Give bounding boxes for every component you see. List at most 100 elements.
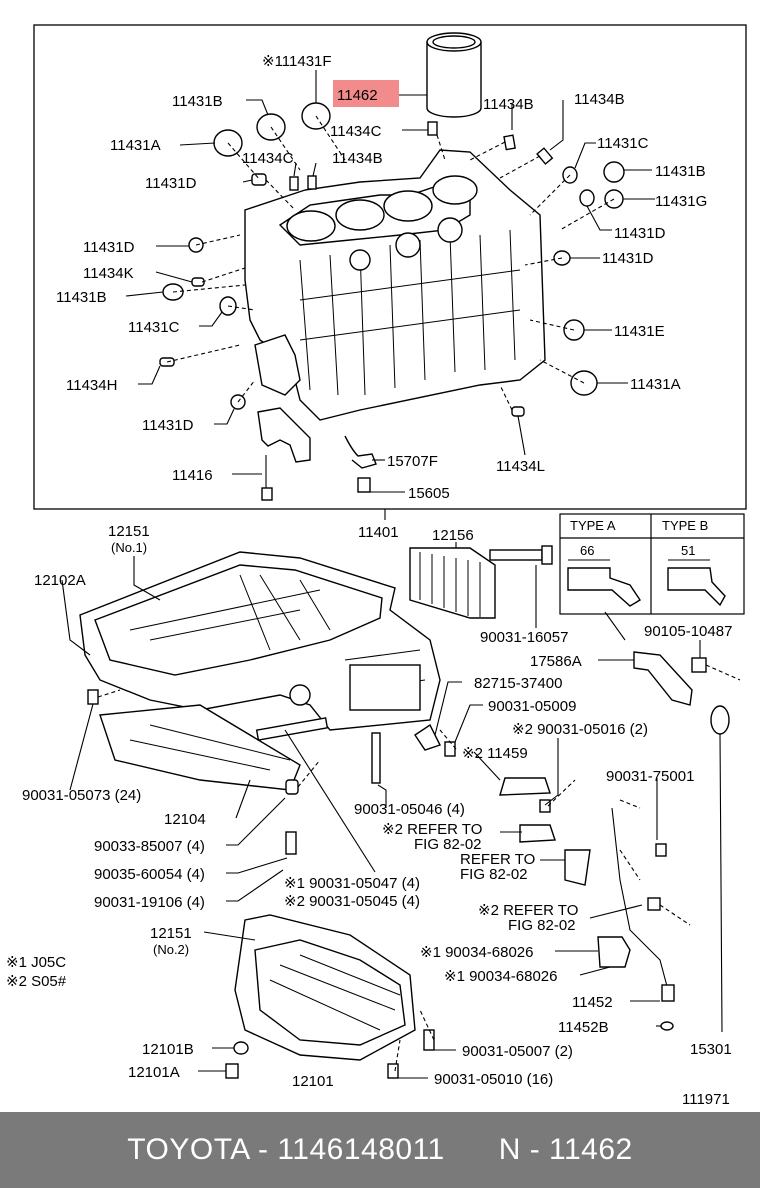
drain-plug-12101B	[225, 1041, 249, 1079]
type-box	[559, 513, 745, 641]
oil-jet-15707F	[344, 435, 377, 469]
label-11431B: 11431B	[172, 93, 223, 110]
label-11434B: 11434B	[574, 91, 625, 108]
figure-number: 111971	[682, 1091, 730, 1108]
stiffener-12156	[409, 547, 496, 619]
label-12151-no2-sub: (No.2)	[153, 942, 189, 957]
label-11452B: 11452B	[558, 1019, 609, 1036]
label-11459: ※2 11459	[462, 745, 528, 762]
label-11434K: 11434K	[83, 265, 134, 282]
label-90031-05010: 90031-05010 (16)	[434, 1071, 553, 1088]
label-11431E: 11431E	[614, 323, 665, 340]
label-11431C: 11431C	[597, 135, 649, 152]
label-11431D: 11431D	[614, 225, 666, 242]
cylinder-liner-11462[interactable]	[426, 32, 482, 118]
label-90031-05046: 90031-05046 (4)	[354, 801, 465, 818]
highlight-11462[interactable]	[333, 80, 399, 107]
label-11434H: 11434H	[66, 377, 117, 394]
label-90031-05007: 90031-05007 (2)	[462, 1043, 573, 1060]
label-11431B: 11431B	[655, 163, 706, 180]
label-fig-82-02-1: FIG 82-02	[414, 836, 482, 853]
label-11431A: 11431A	[110, 137, 161, 154]
dipstick-guide-11452	[597, 807, 675, 1031]
label-refer-to-2: REFER TO	[460, 851, 535, 868]
footer-part-number: TOYOTA - 1146148011	[127, 1133, 445, 1166]
label-11431C: 11431C	[128, 319, 180, 336]
label-15301: 15301	[690, 1041, 732, 1058]
label-11434B: 11434B	[332, 150, 383, 167]
label-11431F: ※111431F	[262, 53, 332, 70]
label-11434B: 11434B	[483, 96, 534, 113]
callout-labels: ※111431F 11462 11431B 11434B 11434B 1143…	[6, 53, 732, 1108]
label-90031-05073: 90031-05073 (24)	[22, 787, 141, 804]
label-11462[interactable]: 11462	[337, 87, 378, 104]
label-90031-05009: 90031-05009	[488, 698, 576, 715]
oil-baffle-12104	[99, 704, 301, 791]
label-90031-05047: ※1 90031-05047 (4)	[284, 875, 420, 892]
oil-pan-upper-12102A[interactable]	[79, 551, 441, 731]
label-11452: 11452	[572, 994, 613, 1011]
type-b-label: TYPE B	[662, 518, 708, 533]
leader-lines-upper	[125, 70, 655, 520]
label-refer-to-1: ※2 REFER TO	[382, 821, 482, 838]
label-90034-68026: ※1 90034-68026	[420, 944, 534, 961]
bolts-lower	[87, 689, 667, 1079]
label-12101A: 12101A	[128, 1064, 180, 1081]
label-12102A: 12102A	[34, 572, 86, 589]
note-s05: ※2 S05#	[6, 973, 67, 990]
bracket-17586A	[633, 651, 707, 706]
footer-bar: TOYOTA - 1146148011 N - 11462	[0, 1112, 760, 1188]
label-90031-05016: ※2 90031-05016 (2)	[512, 721, 648, 738]
label-12151-no1: 12151	[108, 523, 150, 540]
label-90031-16057: 90031-16057	[480, 629, 568, 646]
stud-90031-16057	[489, 545, 553, 565]
oil-pan-lower-12101[interactable]	[234, 914, 416, 1061]
label-fig-82-02-3: FIG 82-02	[508, 917, 576, 934]
label-11431D: 11431D	[142, 417, 194, 434]
label-15707F: 15707F	[387, 453, 438, 470]
type-a-label: TYPE A	[570, 518, 616, 533]
cylinder-block-drawing[interactable]	[244, 149, 546, 421]
cylinder-block-frame	[33, 24, 747, 510]
parts-diagram: ※111431F 11462 11431B 11434B 11434B 1143…	[6, 24, 747, 1108]
label-refer-to-3: ※2 REFER TO	[478, 902, 578, 919]
dimension-66: 66	[580, 543, 594, 558]
label-90031-75001: 90031-75001	[606, 768, 694, 785]
label-12104: 12104	[164, 811, 206, 828]
note-j05c: ※1 J05C	[6, 954, 66, 971]
footer-reference: N - 11462	[498, 1133, 633, 1166]
label-12156: 12156	[432, 527, 474, 544]
label-11431D: 11431D	[145, 175, 197, 192]
label-12151-no1-sub: (No.1)	[111, 540, 147, 555]
label-90105-10487: 90105-10487	[644, 623, 732, 640]
dimension-51: 51	[681, 543, 695, 558]
label-11434C: 11434C	[242, 150, 294, 167]
label-90035-60054: 90035-60054 (4)	[94, 866, 205, 883]
bearing-cap-11416	[257, 407, 311, 501]
label-11434L: 11434L	[496, 458, 545, 475]
leader-dashes-upper	[166, 115, 615, 411]
leader-dashes-lower	[97, 664, 741, 1072]
bolt-15605	[357, 477, 371, 493]
label-90034-68026: ※1 90034-68026	[444, 968, 558, 985]
label-12151-no2: 12151	[150, 925, 192, 942]
label-11431B: 11431B	[56, 289, 107, 306]
label-11431D: 11431D	[602, 250, 654, 267]
label-90031-19106: 90031-19106 (4)	[94, 894, 205, 911]
label-11431G: 11431G	[655, 193, 707, 210]
label-15605: 15605	[408, 485, 450, 502]
label-11431A: 11431A	[630, 376, 681, 393]
label-17586A: 17586A	[530, 653, 582, 670]
dipstick-15301[interactable]	[710, 705, 730, 1033]
label-82715-37400: 82715-37400	[474, 675, 562, 692]
label-12101: 12101	[292, 1073, 334, 1090]
label-90033-85007: 90033-85007 (4)	[94, 838, 205, 855]
label-12101B: 12101B	[142, 1041, 194, 1058]
label-fig-82-02-2: FIG 82-02	[460, 866, 528, 883]
label-11434C: 11434C	[330, 123, 382, 140]
label-11431D: 11431D	[83, 239, 135, 256]
label-11416: 11416	[172, 467, 213, 484]
label-90031-05045: ※2 90031-05045 (4)	[284, 893, 420, 910]
label-11401: 11401	[358, 524, 399, 541]
leader-lines-lower	[61, 542, 701, 1079]
